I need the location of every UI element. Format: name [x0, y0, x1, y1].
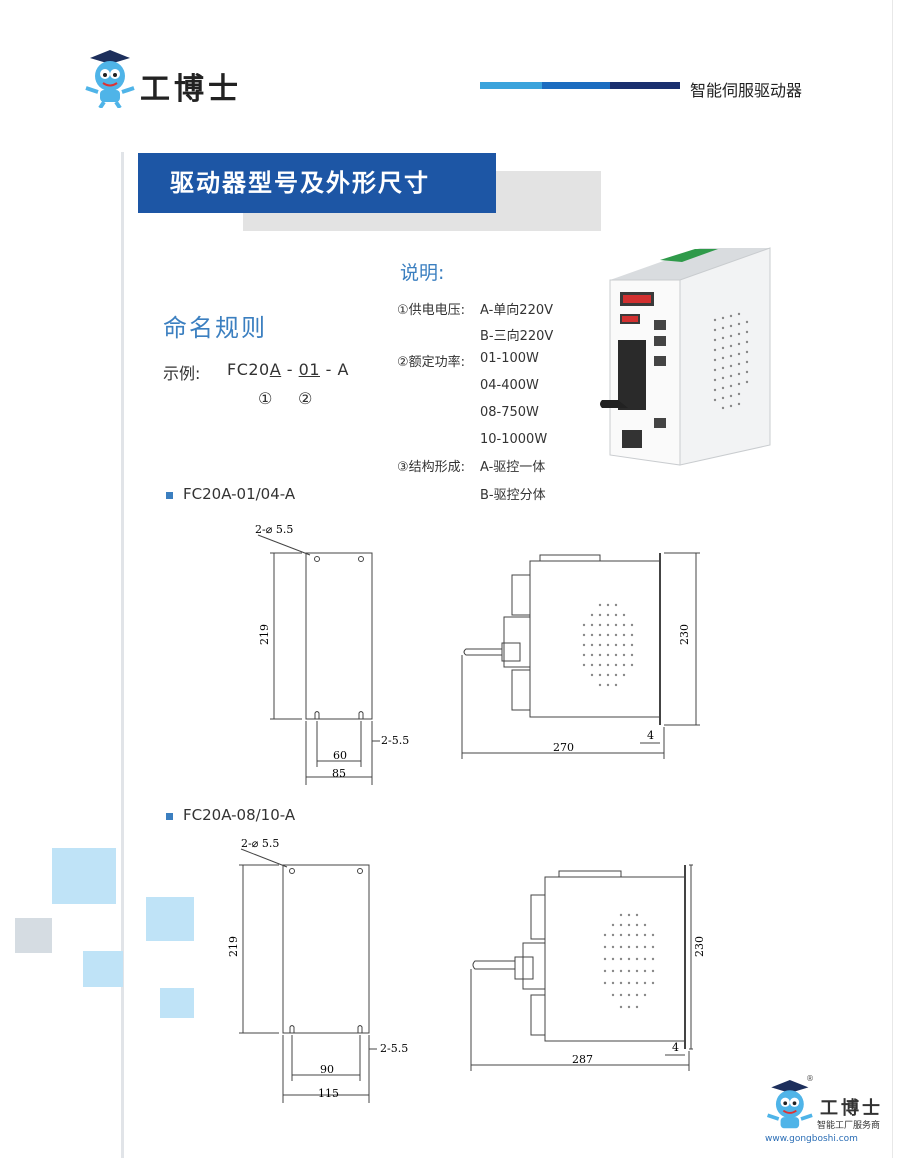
model-1-drawing: 2-⌀ 5.5 219 2-5.5 60 85 270 230 4 [255, 523, 700, 785]
desc-row-label: ②额定功率: [397, 355, 466, 370]
dim-height: 219 [258, 624, 271, 645]
marker-2: ② [298, 389, 313, 408]
desc-row-value: 04-400W [480, 378, 539, 393]
desc-row-value: A-驱控一体 [480, 460, 546, 475]
brand-name: 工博士 [140, 72, 242, 107]
brand-logo [80, 48, 136, 110]
right-rule [892, 0, 893, 1158]
dim-hole: 2-⌀ 5.5 [255, 523, 293, 536]
code-sep-1: - [281, 360, 299, 379]
mascot-icon [85, 50, 135, 110]
dim-flange: 4 [672, 1041, 679, 1054]
registered-mark: ® [806, 1074, 814, 1083]
model-2-drawing: 2-⌀ 5.5 219 2-5.5 90 115 287 230 4 [227, 837, 705, 1103]
deco-square [160, 988, 194, 1018]
dim-slot: 2-5.5 [380, 1042, 408, 1055]
code-sep-2: - A [320, 360, 349, 379]
dim-inner-width: 60 [333, 749, 347, 762]
footer-logo [762, 1078, 814, 1134]
footer-brand: 工博士 [820, 1098, 883, 1119]
code-part-2: 01 [298, 360, 320, 379]
header-color-bars [480, 82, 680, 89]
code-part-1: A [269, 360, 282, 379]
servo-drive-photo [600, 240, 775, 468]
vent-holes [713, 312, 749, 410]
deco-square [146, 897, 194, 941]
footer-url: www.gongboshi.com [765, 1134, 858, 1144]
dim-outer-width: 115 [318, 1087, 339, 1100]
footer-subtitle: 智能工厂服务商 [817, 1121, 881, 1131]
desc-row-label: ①供电电压: [397, 303, 466, 318]
example-label: 示例: [163, 364, 201, 383]
dim-flange: 4 [647, 729, 654, 742]
dim-height: 219 [227, 936, 240, 957]
dim-side-height: 230 [693, 936, 705, 957]
example-code: FC20A - 01 - A [227, 360, 349, 379]
desc-row-value: B-三向220V [480, 329, 554, 344]
model-2-label: FC20A-08/10-A [183, 806, 296, 824]
desc-row-value: 01-100W [480, 351, 539, 366]
deco-square [83, 951, 123, 987]
code-prefix: FC20 [227, 360, 270, 379]
dim-depth: 270 [553, 741, 574, 754]
servo-drive-icon [600, 247, 771, 466]
desc-row-label: ③结构形成: [397, 460, 466, 475]
product-line-title: 智能伺服驱动器 [690, 81, 803, 100]
naming-rule-title: 命名规则 [163, 314, 267, 342]
desc-row-value: A-单向220V [480, 303, 554, 318]
description-title: 说明: [400, 262, 445, 284]
mascot-icon [766, 1080, 813, 1129]
marker-1: ① [258, 389, 273, 408]
desc-row-value: 08-750W [480, 405, 539, 420]
deco-square [15, 918, 52, 953]
section-banner: 驱动器型号及外形尺寸 [138, 153, 496, 213]
left-rule [121, 152, 124, 1158]
dim-slot: 2-5.5 [381, 734, 409, 747]
dim-outer-width: 85 [332, 767, 346, 780]
dim-depth: 287 [572, 1053, 593, 1066]
model-1-label: FC20A-01/04-A [183, 485, 296, 503]
deco-square [52, 848, 116, 904]
bullet-icon [166, 813, 173, 820]
dim-side-height: 230 [678, 624, 691, 645]
dim-hole: 2-⌀ 5.5 [241, 837, 279, 850]
desc-row-value: B-驱控分体 [480, 488, 546, 503]
bullet-icon [166, 492, 173, 499]
desc-row-value: 10-1000W [480, 432, 548, 447]
dim-inner-width: 90 [320, 1063, 334, 1076]
